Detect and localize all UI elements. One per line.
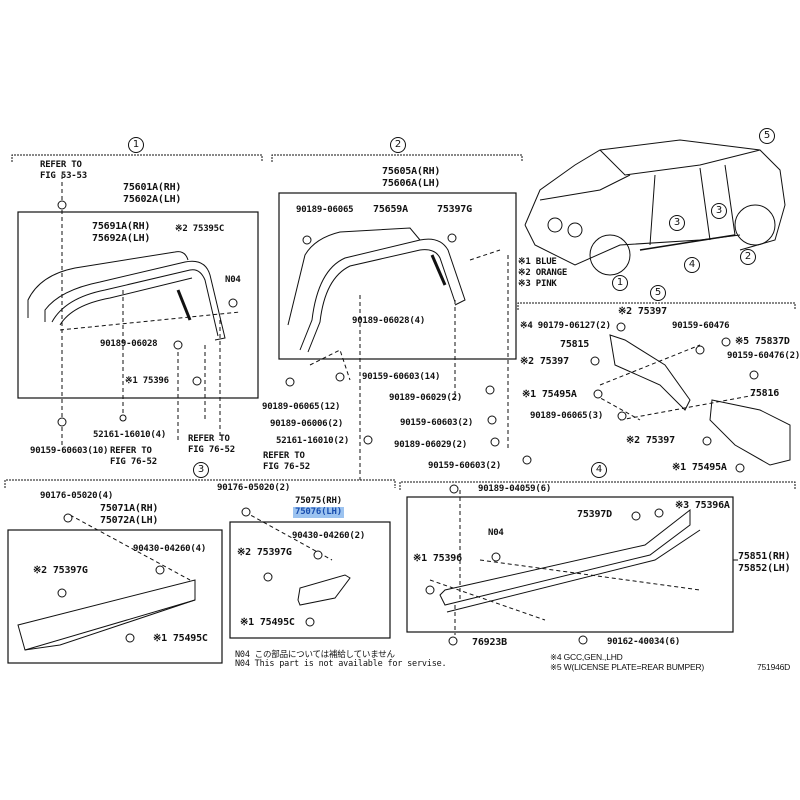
part-label[interactable]: ※1 75495A xyxy=(522,389,577,400)
part-label[interactable]: N04 xyxy=(225,275,241,285)
part-label[interactable]: 75075(RH) xyxy=(295,496,342,506)
rear-fender-flare-drawing xyxy=(287,227,509,480)
part-label[interactable]: 75605A(RH) xyxy=(382,166,441,177)
part-label[interactable]: 90189-06028(4) xyxy=(352,316,426,326)
part-label[interactable]: 75397G xyxy=(437,204,472,215)
section-4-callout: 4 xyxy=(591,462,607,478)
part-label[interactable]: FIG 76-52 xyxy=(188,445,235,455)
legend-orange: ※2 ORANGE xyxy=(518,268,568,278)
part-label[interactable]: ※2 75395C xyxy=(175,224,225,234)
part-label[interactable]: 90430-04260(4) xyxy=(133,544,207,554)
part-label[interactable]: ※1 75495A xyxy=(672,462,727,473)
section-2-callout: 2 xyxy=(390,137,406,153)
section-boxes xyxy=(7,192,734,664)
part-label[interactable]: REFER TO xyxy=(40,160,82,170)
legend-blue: ※1 BLUE xyxy=(518,257,557,267)
part-label[interactable]: 75692A(LH) xyxy=(92,233,151,244)
section-brackets xyxy=(4,154,796,490)
part-label[interactable]: 90162-40034(6) xyxy=(607,637,681,647)
part-label[interactable]: ※1 75396 xyxy=(413,553,462,564)
vehicle-callout-3a: 3 xyxy=(669,215,685,231)
part-label[interactable]: ※2 75397 xyxy=(626,435,675,446)
part-label[interactable]: 90189-06028 xyxy=(100,339,158,349)
part-label[interactable]: 90189-06065(3) xyxy=(530,411,604,421)
part-label[interactable]: 75072A(LH) xyxy=(100,515,159,526)
part-label[interactable]: 90189-06065(12) xyxy=(262,402,341,412)
part-label[interactable]: 90189-04059(6) xyxy=(478,484,552,494)
part-label[interactable]: 76923B xyxy=(472,637,507,648)
part-label-highlighted[interactable]: 75076(LH) xyxy=(293,507,344,518)
part-label[interactable]: 90189-06065 xyxy=(296,205,354,215)
part-label[interactable]: 90159-60603(10) xyxy=(30,446,109,456)
section-5-callout: 5 xyxy=(650,285,666,301)
vehicle-drawing xyxy=(524,139,786,276)
part-label[interactable]: ※1 75495C xyxy=(240,617,295,628)
part-label[interactable]: REFER TO xyxy=(263,451,305,461)
part-label[interactable]: ※2 75397 xyxy=(618,306,667,317)
part-label[interactable]: 75397D xyxy=(577,509,612,520)
part-label[interactable]: ※2 75397 xyxy=(520,356,569,367)
fastener-icons xyxy=(57,200,759,646)
part-label[interactable]: 75815 xyxy=(560,339,590,350)
part-label[interactable]: 75691A(RH) xyxy=(92,221,151,232)
vehicle-callout-4: 4 xyxy=(684,257,700,273)
note-gcc: ※4 GCC,GEN.,LHD xyxy=(550,652,623,662)
vehicle-callout-2: 2 xyxy=(740,249,756,265)
vehicle-callout-5: 5 xyxy=(759,128,775,144)
part-label[interactable]: 75851(RH) xyxy=(738,551,791,562)
part-label[interactable]: 90159-60603(2) xyxy=(428,461,502,471)
part-label[interactable]: 75601A(RH) xyxy=(123,182,182,193)
n04-note-jp: N04 この部品については補給していません xyxy=(235,650,395,660)
part-label[interactable]: ※5 75837D xyxy=(735,336,790,347)
part-label[interactable]: 75659A xyxy=(373,204,408,215)
section-3-callout: 3 xyxy=(193,462,209,478)
part-label[interactable]: 90176-05020(2) xyxy=(217,483,291,493)
n04-note-en: N04 This part is not available for servi… xyxy=(235,659,447,669)
part-label[interactable]: FIG 76-52 xyxy=(110,457,157,467)
rocker-panel-drawing xyxy=(429,490,738,635)
part-label[interactable]: 90159-60476 xyxy=(672,321,730,331)
part-label[interactable]: REFER TO xyxy=(188,434,230,444)
part-label[interactable]: FIG 53-53 xyxy=(40,171,87,181)
part-label[interactable]: 75606A(LH) xyxy=(382,178,441,189)
part-label[interactable]: 90159-60476(2) xyxy=(727,351,800,361)
part-label[interactable]: ※4 90179-06127(2) xyxy=(520,321,611,331)
part-label[interactable]: 52161-16010(4) xyxy=(93,430,167,440)
vehicle-callout-3b: 3 xyxy=(711,203,727,219)
part-label[interactable]: 75816 xyxy=(750,388,780,399)
part-label[interactable]: 90189-06006(2) xyxy=(270,419,344,429)
part-label[interactable]: ※1 75495C xyxy=(153,633,208,644)
part-label[interactable]: 75071A(RH) xyxy=(100,503,159,514)
part-label[interactable]: ※1 75396 xyxy=(125,376,169,386)
part-label[interactable]: ※2 75397G xyxy=(237,547,292,558)
front-fender-flare-drawing xyxy=(27,175,241,445)
part-label[interactable]: 75852(LH) xyxy=(738,563,791,574)
door-moulding-drawing xyxy=(17,511,351,651)
part-label[interactable]: FIG 76-52 xyxy=(263,462,310,472)
part-label[interactable]: 90176-05020(4) xyxy=(40,491,114,501)
part-label[interactable]: 90189-06029(2) xyxy=(394,440,468,450)
vehicle-callout-1: 1 xyxy=(612,275,628,291)
note-license: ※5 W(LICENSE PLATE=REAR BUMPER) xyxy=(550,662,705,672)
part-label[interactable]: 90189-06029(2) xyxy=(389,393,463,403)
rear-garnish-drawing xyxy=(594,334,791,466)
part-label[interactable]: 90159-60603(2) xyxy=(400,418,474,428)
part-label[interactable]: 75602A(LH) xyxy=(123,194,182,205)
part-label[interactable]: 52161-16010(2) xyxy=(276,436,350,446)
part-label[interactable]: ※3 75396A xyxy=(675,500,730,511)
part-label[interactable]: 90430-04260(2) xyxy=(292,531,366,541)
part-label[interactable]: 90159-60603(14) xyxy=(362,372,441,382)
part-label[interactable]: N04 xyxy=(488,528,504,538)
part-label[interactable]: REFER TO xyxy=(110,446,152,456)
part-label[interactable]: ※2 75397G xyxy=(33,565,88,576)
section-1-callout: 1 xyxy=(128,137,144,153)
diagram-code: 751946D xyxy=(757,662,791,672)
legend-pink: ※3 PINK xyxy=(518,279,557,289)
